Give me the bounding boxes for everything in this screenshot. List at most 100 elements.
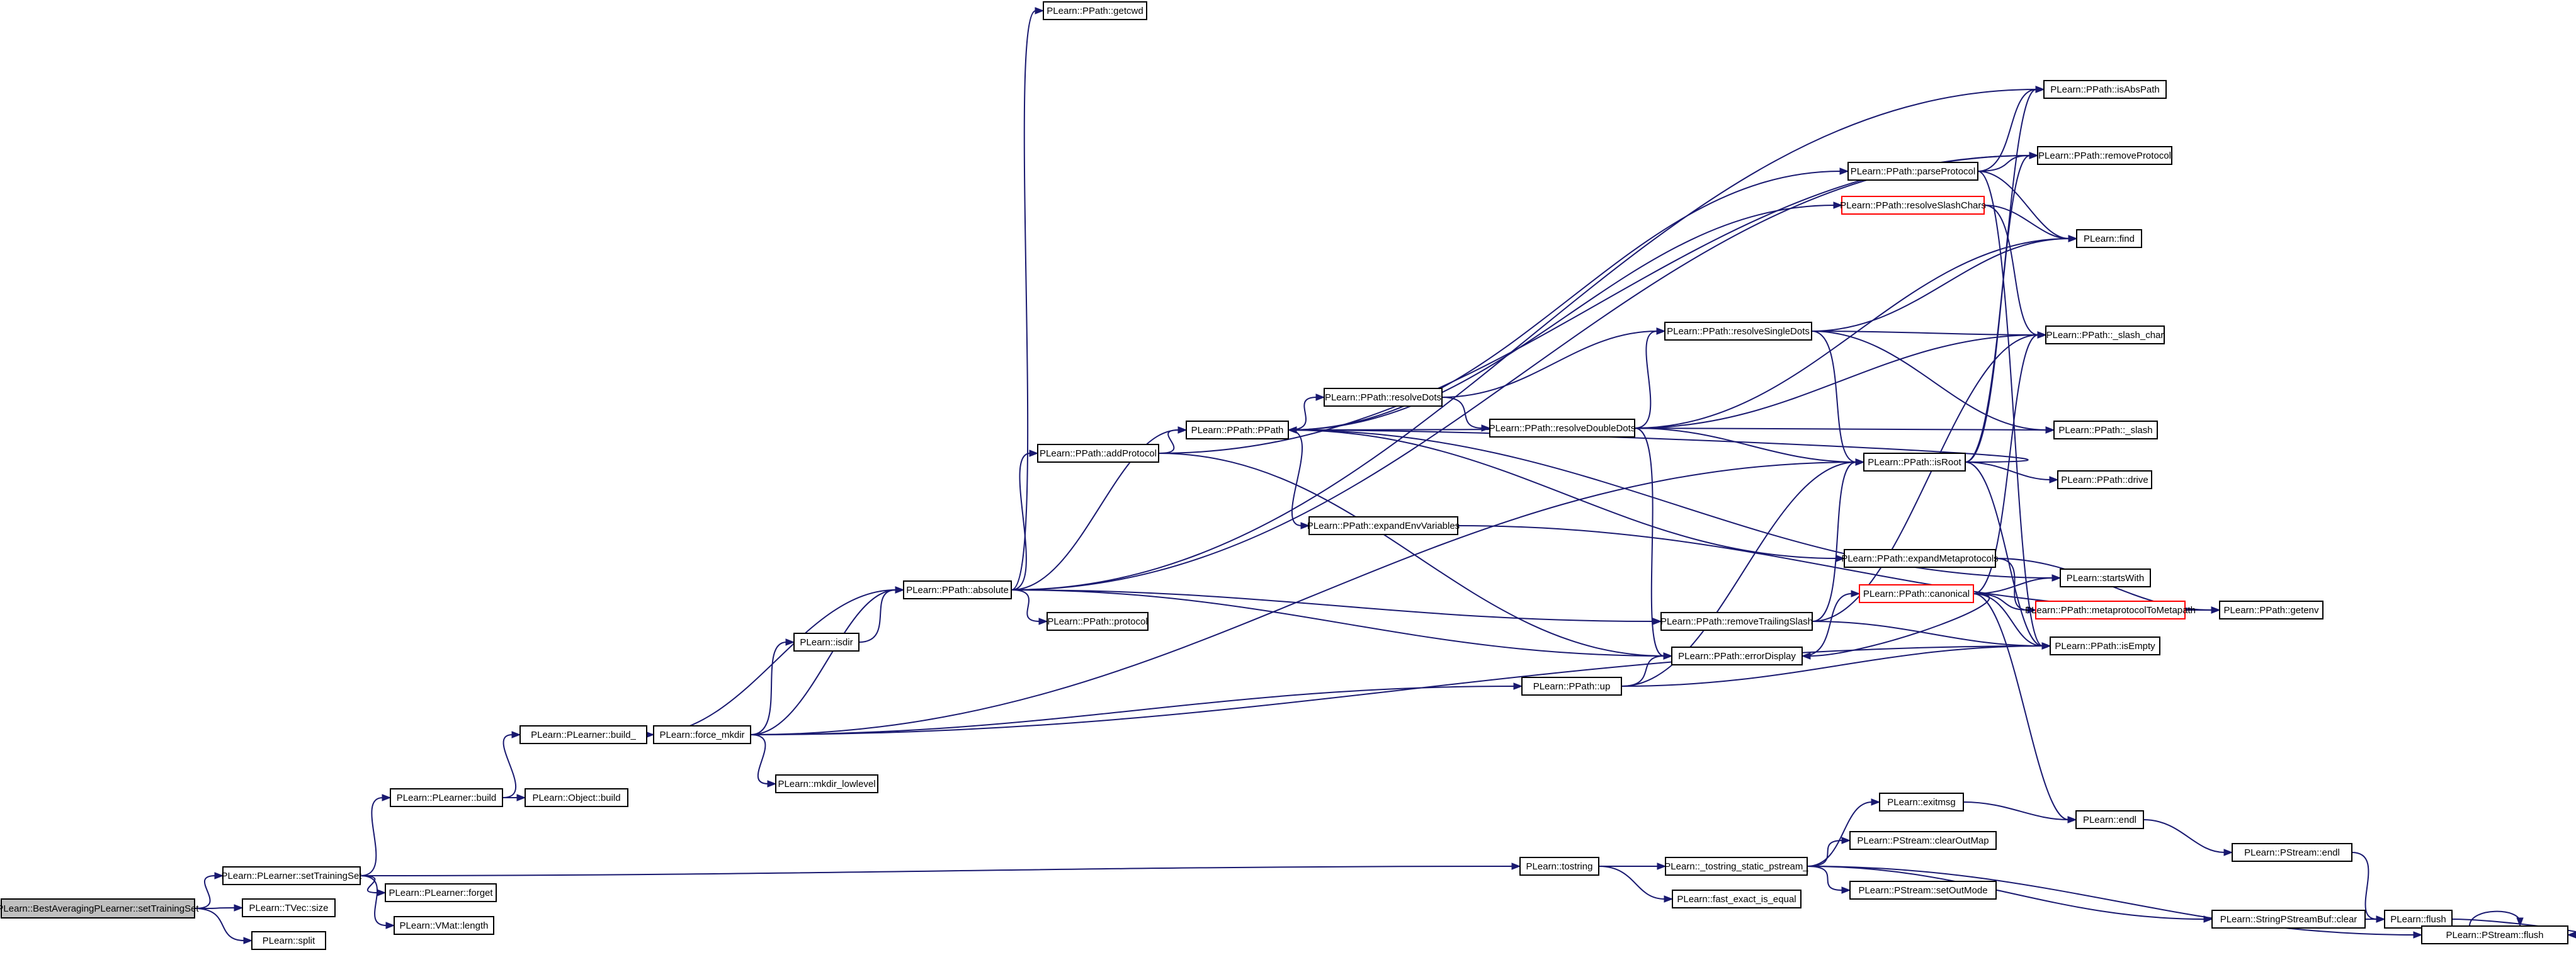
node-box xyxy=(2421,925,2568,944)
function-node[interactable]: PLearn::PPath::errorDisplay xyxy=(1671,647,1803,665)
function-node[interactable]: PLearn::tostring xyxy=(1519,857,1599,876)
function-node[interactable]: PLearn::PPath::resolveSingleDots xyxy=(1664,322,1812,341)
function-node[interactable]: PLearn::PLearner::build xyxy=(390,788,503,807)
edge-line xyxy=(1807,866,2205,920)
function-node[interactable]: PLearn::VMat::length xyxy=(394,916,494,935)
function-node[interactable]: PLearn::PPath::isAbsPath xyxy=(2043,80,2167,99)
function-node[interactable]: PLearn::exitmsg xyxy=(1879,793,1964,811)
function-node[interactable]: PLearn::_tostring_static_pstream_ xyxy=(1664,857,1808,876)
function-node[interactable]: PLearn::PPath::getenv xyxy=(2219,601,2324,619)
function-node[interactable]: PLearn::PPath::isEmpty xyxy=(2050,636,2160,655)
function-node[interactable]: PLearn::PPath::up xyxy=(1521,677,1622,696)
function-node[interactable]: PLearn::PPath::resolveDots xyxy=(1324,388,1443,407)
function-node[interactable]: PLearn::PPath::removeProtocol xyxy=(2037,146,2172,165)
function-node[interactable]: PLearn::PPath::_slash xyxy=(2053,421,2158,439)
function-node[interactable]: PLearn::PLearner::build_ xyxy=(519,725,647,744)
arrowhead xyxy=(2051,574,2062,582)
edge-line xyxy=(1457,525,2213,611)
function-node[interactable]: PLearn::StringPStreamBuf::clear xyxy=(2211,910,2366,929)
edge-line xyxy=(1983,205,2039,336)
function-node[interactable]: PLearn::split xyxy=(251,931,326,950)
node-label: PLearn::PPath::_slash xyxy=(2058,425,2152,436)
function-node[interactable]: PLearn::PPath::absolute xyxy=(903,580,1012,599)
node-box xyxy=(394,916,494,935)
arrowhead xyxy=(767,780,777,788)
arrowhead xyxy=(895,586,905,594)
arrowhead xyxy=(2211,606,2221,614)
node-box xyxy=(251,931,326,950)
function-node[interactable]: PLearn::endl xyxy=(2075,810,2144,829)
function-node[interactable]: PLearn::PStream::endl xyxy=(2232,843,2352,862)
function-node[interactable]: PLearn::Object::build xyxy=(525,788,628,807)
call-edge xyxy=(1288,393,1325,431)
function-node[interactable]: PLearn::PLearner::forget xyxy=(385,883,497,902)
call-edge xyxy=(858,586,905,643)
function-node[interactable]: PLearn::startsWith xyxy=(2060,568,2151,587)
function-node[interactable]: PLearn::PPath::_slash_char xyxy=(2045,325,2165,344)
function-node[interactable]: PLearn::PPath::PPath xyxy=(1186,421,1289,439)
arrowhead xyxy=(1652,618,1662,625)
edge-line xyxy=(1973,593,2043,647)
node-label: PLearn::fast_exact_is_equal xyxy=(1677,894,1796,905)
edge-line xyxy=(1441,331,1658,398)
edge-line xyxy=(1634,427,1857,463)
call-edge xyxy=(750,734,777,788)
function-node[interactable]: PLearn::isdir xyxy=(793,633,860,652)
edge-line xyxy=(1158,429,1179,454)
function-node[interactable]: PLearn::PPath::resolveDoubleDots xyxy=(1489,419,1636,438)
function-node[interactable]: PLearn::TVec::size xyxy=(242,898,336,917)
call-edge xyxy=(1801,590,1861,657)
node-box xyxy=(222,866,361,885)
function-node[interactable]: PLearn::PPath::canonical xyxy=(1859,584,1974,603)
call-graph-edges xyxy=(194,7,2576,944)
call-edge xyxy=(1011,152,2039,591)
function-node[interactable]: PLearn::mkdir_lowlevel xyxy=(775,774,878,793)
call-edge xyxy=(194,904,244,912)
function-node[interactable]: PLearn::PStream::flush xyxy=(2421,925,2568,944)
node-box xyxy=(903,580,1012,599)
node-box xyxy=(2075,810,2144,829)
node-box xyxy=(1665,857,1808,876)
call-edge xyxy=(502,794,526,801)
function-node[interactable]: PLearn::PPath::addProtocol xyxy=(1037,444,1159,463)
function-node[interactable]: PLearn::PStream::clearOutMap xyxy=(1849,831,1997,850)
arrowhead xyxy=(1663,652,1673,660)
edge-line xyxy=(646,589,897,735)
edge-line xyxy=(1295,429,2029,463)
call-edge xyxy=(1011,7,1045,591)
arrowhead xyxy=(2516,917,2524,927)
function-node[interactable]: PLearn::PPath::expandMetaprotocols xyxy=(1841,549,1999,568)
root-function-node[interactable]: PLearn::BestAveragingPLearner::setTraini… xyxy=(0,898,199,919)
function-node[interactable]: PLearn::PPath::removeTrailingSlash xyxy=(1660,612,1813,631)
function-node[interactable]: PLearn::PStream::setOutMode xyxy=(1849,881,1997,900)
function-node[interactable]: PLearn::PPath::expandEnvVariables xyxy=(1307,516,1460,535)
function-node[interactable]: PLearn::PPath::getcwd xyxy=(1043,1,1147,20)
arrowhead xyxy=(2567,931,2576,939)
function-node[interactable]: PLearn::PLearner::setTrainingSet xyxy=(222,866,363,885)
function-node[interactable]: PLearn::fast_exact_is_equal xyxy=(1672,890,1801,908)
arrowhead xyxy=(1177,426,1188,434)
function-node[interactable]: PLearn::find xyxy=(2076,229,2142,248)
edge-line xyxy=(194,908,245,941)
edge-line xyxy=(1811,238,2070,332)
function-node[interactable]: PLearn::PPath::drive xyxy=(2057,470,2152,489)
node-box xyxy=(1660,612,1813,631)
call-edge xyxy=(1965,152,2039,463)
arrowhead xyxy=(1513,682,1523,690)
function-node[interactable]: PLearn::flush xyxy=(2384,910,2453,929)
edge-line xyxy=(1288,171,1841,431)
call-edge xyxy=(1598,866,1674,903)
arrowhead xyxy=(2029,152,2039,159)
edge-line xyxy=(1801,593,1853,657)
function-node[interactable]: PLearn::force_mkdir xyxy=(653,725,751,744)
call-edge xyxy=(1807,837,1851,867)
node-label: PLearn::PPath::errorDisplay xyxy=(1678,651,1796,662)
node-box xyxy=(2043,80,2167,99)
function-node[interactable]: PLearn::PPath::isRoot xyxy=(1863,453,1966,472)
call-graph-nodes: PLearn::BestAveragingPLearner::setTraini… xyxy=(0,1,2568,950)
function-node[interactable]: PLearn::PPath::parseProtocol xyxy=(1847,162,1978,181)
function-node[interactable]: PLearn::PPath::resolveSlashChars xyxy=(1840,196,1986,215)
edge-line xyxy=(1807,840,1843,867)
function-node[interactable]: PLearn::PPath::metaprotocolToMetapath xyxy=(2025,601,2196,619)
function-node[interactable]: PLearn::PPath::protocol xyxy=(1047,612,1149,631)
